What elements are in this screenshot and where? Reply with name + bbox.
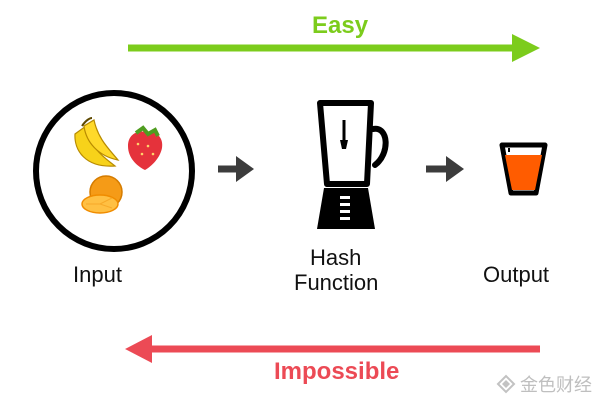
easy-label: Easy: [312, 12, 369, 39]
hash-label: Hash: [310, 245, 362, 270]
impossible-label: Impossible: [274, 358, 400, 385]
input-label: Input: [73, 262, 122, 287]
input-circle: [33, 90, 195, 252]
output-label: Output: [483, 262, 550, 287]
function-label: Function: [294, 270, 379, 295]
watermark: 金色财经: [496, 371, 592, 397]
watermark-text: 金色财经: [520, 375, 592, 395]
watermark-logo-icon: [496, 374, 516, 394]
